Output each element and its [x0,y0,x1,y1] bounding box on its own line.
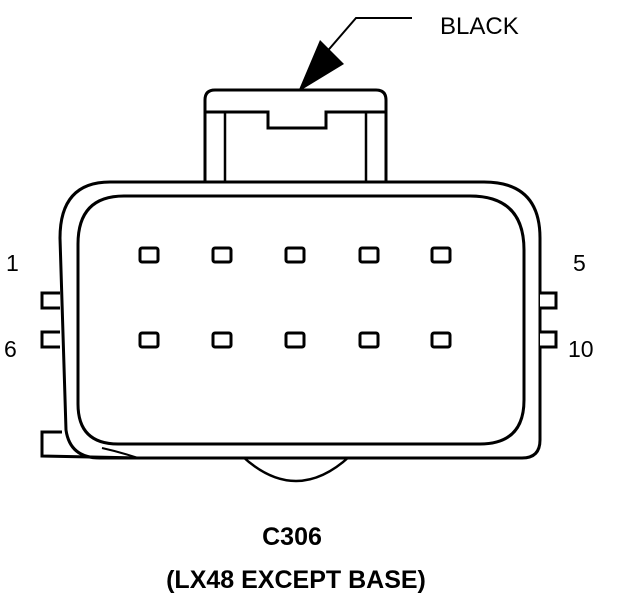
pin-cavity [430,246,452,264]
pin-cavity [358,331,380,349]
hood-bump [241,455,351,483]
pin-label-1: 1 [6,250,19,276]
pin-cavity [358,246,380,264]
pin-row-top [138,246,452,264]
pin-cavity [138,331,160,349]
lock-tab [203,88,388,182]
pin-cavity [211,246,233,264]
connector-cavity [76,194,526,446]
color-leader [317,17,412,63]
pin-label-5: 5 [573,250,586,276]
pin-label-10: 10 [568,336,594,362]
pin-row-bottom [138,331,452,349]
pin-label-6: 6 [4,336,17,362]
lock-tab-notch [205,110,386,130]
pin-cavity [138,246,160,264]
left-latches [40,291,60,349]
application-note: (LX48 EXCEPT BASE) [166,566,426,594]
keying-foot [40,430,139,460]
arrow-head-icon [298,40,344,92]
pin-cavity [211,331,233,349]
keying-ramp [101,447,139,459]
pin-cavity [284,246,306,264]
pin-cavity [430,331,452,349]
connector-id: C306 [262,523,322,551]
lock-tab-rails [223,112,368,182]
right-latches [540,291,558,349]
wire-color-label: BLACK [440,13,519,40]
pin-cavity [284,331,306,349]
